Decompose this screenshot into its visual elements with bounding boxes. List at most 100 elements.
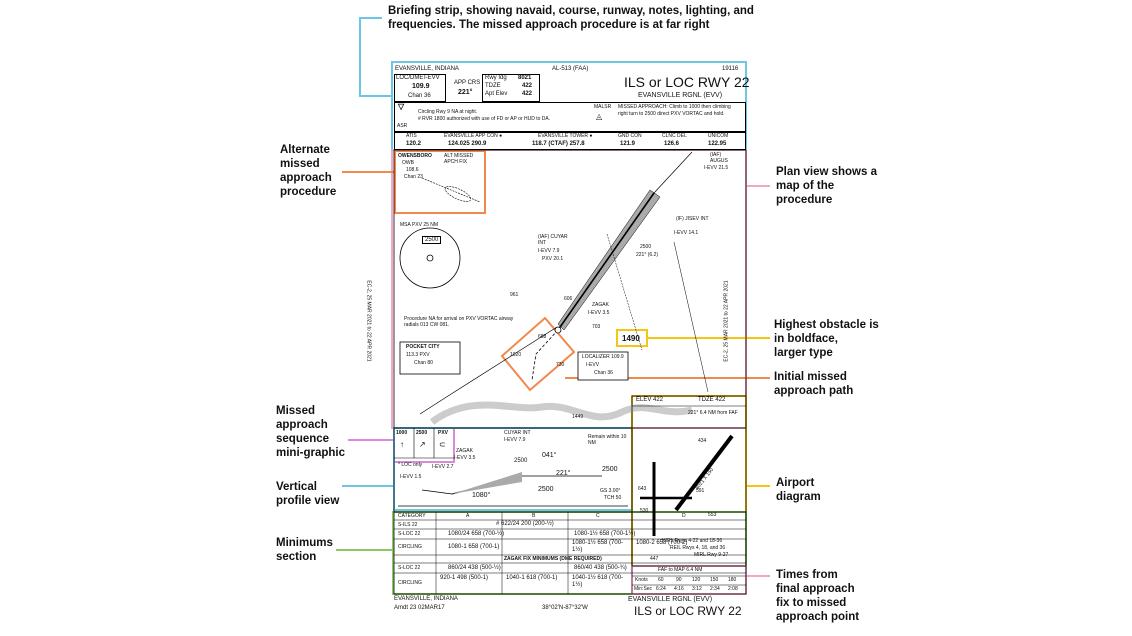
freq-gnd-label: GND CON: [618, 133, 642, 139]
profile-gs: GS 3.00°: [600, 488, 621, 494]
footer-amdt: Amdt 23 02MAR17: [394, 605, 445, 611]
freq-app-label: EVANSVILLE APP CON ●: [444, 133, 503, 139]
zagak-dme: I-EVV 3.5: [588, 310, 610, 316]
min-row6-a: 920-1 498 (500-1): [440, 575, 489, 581]
min-row1-label: S-ILS 22: [398, 522, 418, 528]
freq-tower-value: 118.7 (CTAF) 257.8: [532, 141, 585, 147]
profile-loc-only: * LOC only: [398, 462, 423, 468]
transition-route: [447, 326, 558, 397]
asr-label: ASR: [397, 123, 408, 129]
localizer-ident: I-EVV: [586, 362, 600, 368]
times-knots-90: 90: [676, 577, 682, 583]
min-header-category: CATEGORY: [398, 513, 426, 519]
approach-chart: EVANSVILLE, INDIANA AL-513 (FAA) 19116 I…: [366, 62, 750, 618]
ec-date-left: EC-2, 25 MAR 2021 to 22 APR 2021: [365, 280, 372, 362]
obstacle-703: 703: [592, 324, 601, 330]
jisev-label: (IF) JISEV INT: [676, 216, 709, 222]
times-knots-150: 150: [710, 577, 719, 583]
loc-box: [394, 74, 446, 102]
header-city: EVANSVILLE, INDIANA: [395, 66, 459, 72]
times-knots-120: 120: [692, 577, 701, 583]
obstacle-688: 688: [538, 334, 547, 340]
localizer-box: [577, 351, 629, 381]
freq-clnc-label: CLNC DEL: [662, 133, 687, 139]
header-title: ILS or LOC RWY 22: [624, 74, 750, 90]
airport-lighting-3: MIRL Rwy 9-27: [694, 552, 729, 558]
footer-airport: EVANSVILLE RGNL (EVV): [628, 596, 713, 603]
freq-row: [394, 132, 746, 150]
plan-view-graphics: [393, 149, 747, 595]
course-221: 221° (6.2): [636, 252, 659, 258]
owb-ident: OWB: [402, 160, 414, 166]
min-row3-ab: 1080-1 658 (700-1): [448, 544, 500, 550]
mini-turn-arrow-icon: ↗: [419, 440, 426, 449]
freq-atis-value: 120.2: [406, 141, 422, 147]
min-row2-cd: 1080-1½ 658 (700-1½): [574, 531, 636, 537]
msa-center: [426, 254, 434, 262]
profile-crs-041: 041°: [542, 452, 557, 459]
obstacle-1020: 1020: [510, 352, 522, 358]
profile-alt-2500-right: 2500: [602, 466, 618, 473]
pocket-city-channel: Chan 80: [414, 360, 433, 366]
profile-glideslope-wedge: [452, 472, 522, 494]
min-row3-c: 1080-1½ 658 (700-1½): [572, 540, 624, 553]
r-347-radial: [673, 241, 709, 393]
min-row6-b: 1040-1 618 (700-1): [506, 575, 558, 581]
airport-obs-447: 447: [650, 556, 659, 562]
airport-obs-591: 591: [696, 488, 705, 494]
frame-alternate: [394, 150, 486, 214]
msa-label: MSA PXV 25 NM: [400, 222, 439, 228]
cuyar-dme: I-EVV 7.9: [538, 248, 560, 254]
obstacle-606: 606: [564, 296, 573, 302]
profile-tch: TCH 50: [604, 495, 622, 501]
frame-initial-missed: [500, 316, 576, 392]
augus-dme: I-EVV 21.5: [704, 165, 729, 171]
mini-1000: 1000: [396, 430, 408, 436]
times-title: FAF to MAP 6.4 NM: [658, 567, 703, 573]
min-row3-label: CIRCLING: [398, 544, 422, 550]
mini-2500: 2500: [416, 430, 428, 436]
ec-date-right: EC-2, 25 MAR 2021 to 22 APR 2021: [723, 280, 730, 362]
profile-zagak: ZAGAK: [456, 448, 473, 454]
min-row5-ab: 860/24 438 (500-½): [448, 565, 501, 571]
profile-remain: Remain within 10 NM: [588, 434, 627, 446]
profile-zagak-dme: I-EVV 3.5: [454, 455, 476, 461]
jisev-dme: I-EVV 14.1: [674, 230, 699, 236]
leader-briefing: [359, 17, 392, 97]
localizer-channel: Chan 36: [594, 370, 613, 376]
malsr-label: MALSR: [594, 104, 612, 110]
apt-elev-label: Apt Elev: [485, 91, 508, 97]
msa-circle: [399, 227, 461, 289]
profile-alt-2500-upper: 2500: [514, 458, 528, 464]
min-row3-d: 1080-2 658 (700-2): [636, 540, 688, 546]
airport-obs-434: 434: [698, 438, 707, 444]
times-minsec-60: 6:24: [656, 586, 666, 592]
profile-cuyar: CUYAR INT: [504, 430, 531, 436]
min-zagak-header: ZAGAK FIX MINIMUMS (DME REQUIRED): [504, 556, 602, 562]
freq-atis-label: ATIS: [406, 133, 417, 139]
airport-symbol: [554, 326, 562, 334]
callout-briefing: Briefing strip, showing navaid, course, …: [388, 5, 754, 31]
loc-label: LOC/DME: [396, 75, 424, 81]
mini-pxv: PXV: [438, 430, 449, 436]
min-row5-label: S-LOC 22: [398, 565, 421, 571]
note-rvr: # RVR 1800 authorized with use of FD or …: [418, 116, 551, 122]
times-minsec-150: 2:34: [710, 586, 720, 592]
min-row1-ab: # 622/24 200 (200-½): [496, 521, 554, 527]
owb-radial: [421, 177, 481, 203]
pocket-city-box: [399, 341, 461, 375]
freq-unicom-label: UNICOM: [708, 133, 729, 139]
header-edition: 19116: [722, 66, 739, 72]
header-airport: EVANSVILLE RGNL (EVV): [638, 92, 723, 99]
footer-city: EVANSVILLE, INDIANA: [394, 596, 458, 602]
profile-cuyar-dme: I-EVV 7.9: [504, 437, 526, 443]
min-row5-cd: 860/40 438 (500-¾): [574, 565, 627, 571]
airport-lighting-1: HIRL Rwys 4-22 and 18-36: [662, 538, 723, 544]
times-knots-label: Knots: [635, 577, 648, 583]
loc-frequency: 109.9: [412, 83, 430, 90]
notes-box: [394, 102, 746, 132]
malsr-icon: ◬: [596, 112, 603, 121]
profile-missed-arrow: [421, 489, 453, 495]
